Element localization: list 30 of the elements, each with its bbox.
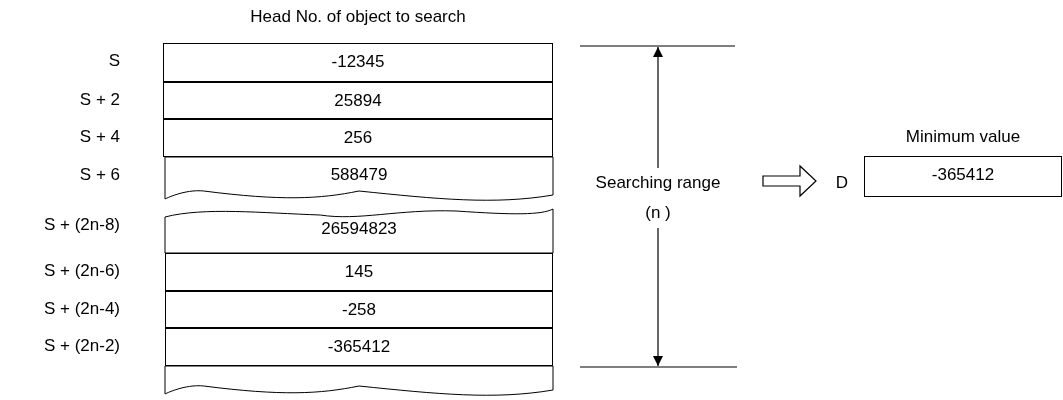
cell-value: 256 [342,128,374,148]
address-label: S [107,51,120,71]
memory-cell [165,291,553,328]
memory-cell [163,43,553,82]
cell-value: -12345 [330,52,386,72]
cell-value: 145 [343,262,375,282]
address-label: S + 2 [78,90,120,110]
address-label: S + (2n-8) [42,215,120,235]
address-label: S + (2n-6) [42,261,120,281]
address-label: S + (2n-2) [42,336,120,356]
cell-value: 588479 [329,165,389,185]
memory-cell [165,207,553,253]
cell-value: -365412 [326,337,392,357]
memory-cell [163,119,553,157]
memory-cell [165,253,553,291]
cell-value: -258 [341,300,377,320]
memory-cell [165,328,553,366]
address-label: S + 4 [78,127,120,147]
column-heading: Head No. of object to search [249,7,467,27]
cell-value: -365412 [930,165,996,185]
result-cell [864,156,1062,197]
memory-cell [165,366,553,398]
address-label: S + (2n-4) [42,299,120,319]
block-arrow [762,164,817,198]
memory-cell [165,157,553,203]
cell-value: 25894 [333,91,383,111]
node-label: Minimum value [904,127,1022,147]
address-label: S + 6 [78,165,120,185]
memory-cell [163,82,553,119]
cell-value: 26594823 [320,219,398,239]
